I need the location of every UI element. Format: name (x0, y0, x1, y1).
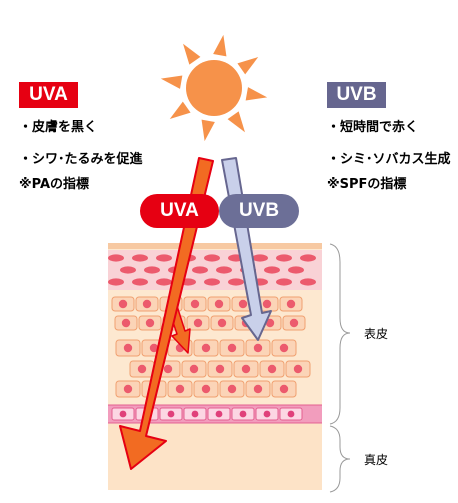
uvb-index-note: ※SPFの指標 (327, 177, 407, 192)
uva-index-note: ※PAの指標 (19, 177, 90, 192)
dermis-label: 真皮 (364, 453, 389, 467)
epidermis-label: 表皮 (364, 327, 389, 341)
sun-icon (160, 34, 268, 142)
uva-arrow-label: UVA (140, 194, 219, 228)
dermis-brace (329, 425, 351, 493)
skin-cross-section (108, 243, 322, 490)
uvb-effect-redness: ・短時間で赤く (327, 120, 419, 135)
uvb-title-badge: UVB (327, 82, 386, 108)
uvb-effect-spots: ・シミ･ソバカス生成 (327, 152, 451, 167)
uva-effect-tan: ・皮膚を黒く (19, 120, 98, 135)
uvb-arrow-label: UVB (219, 194, 299, 228)
uva-effect-wrinkles: ・シワ･たるみを促進 (19, 152, 143, 167)
uva-title-badge: UVA (19, 82, 78, 108)
epidermis-brace (329, 243, 351, 425)
